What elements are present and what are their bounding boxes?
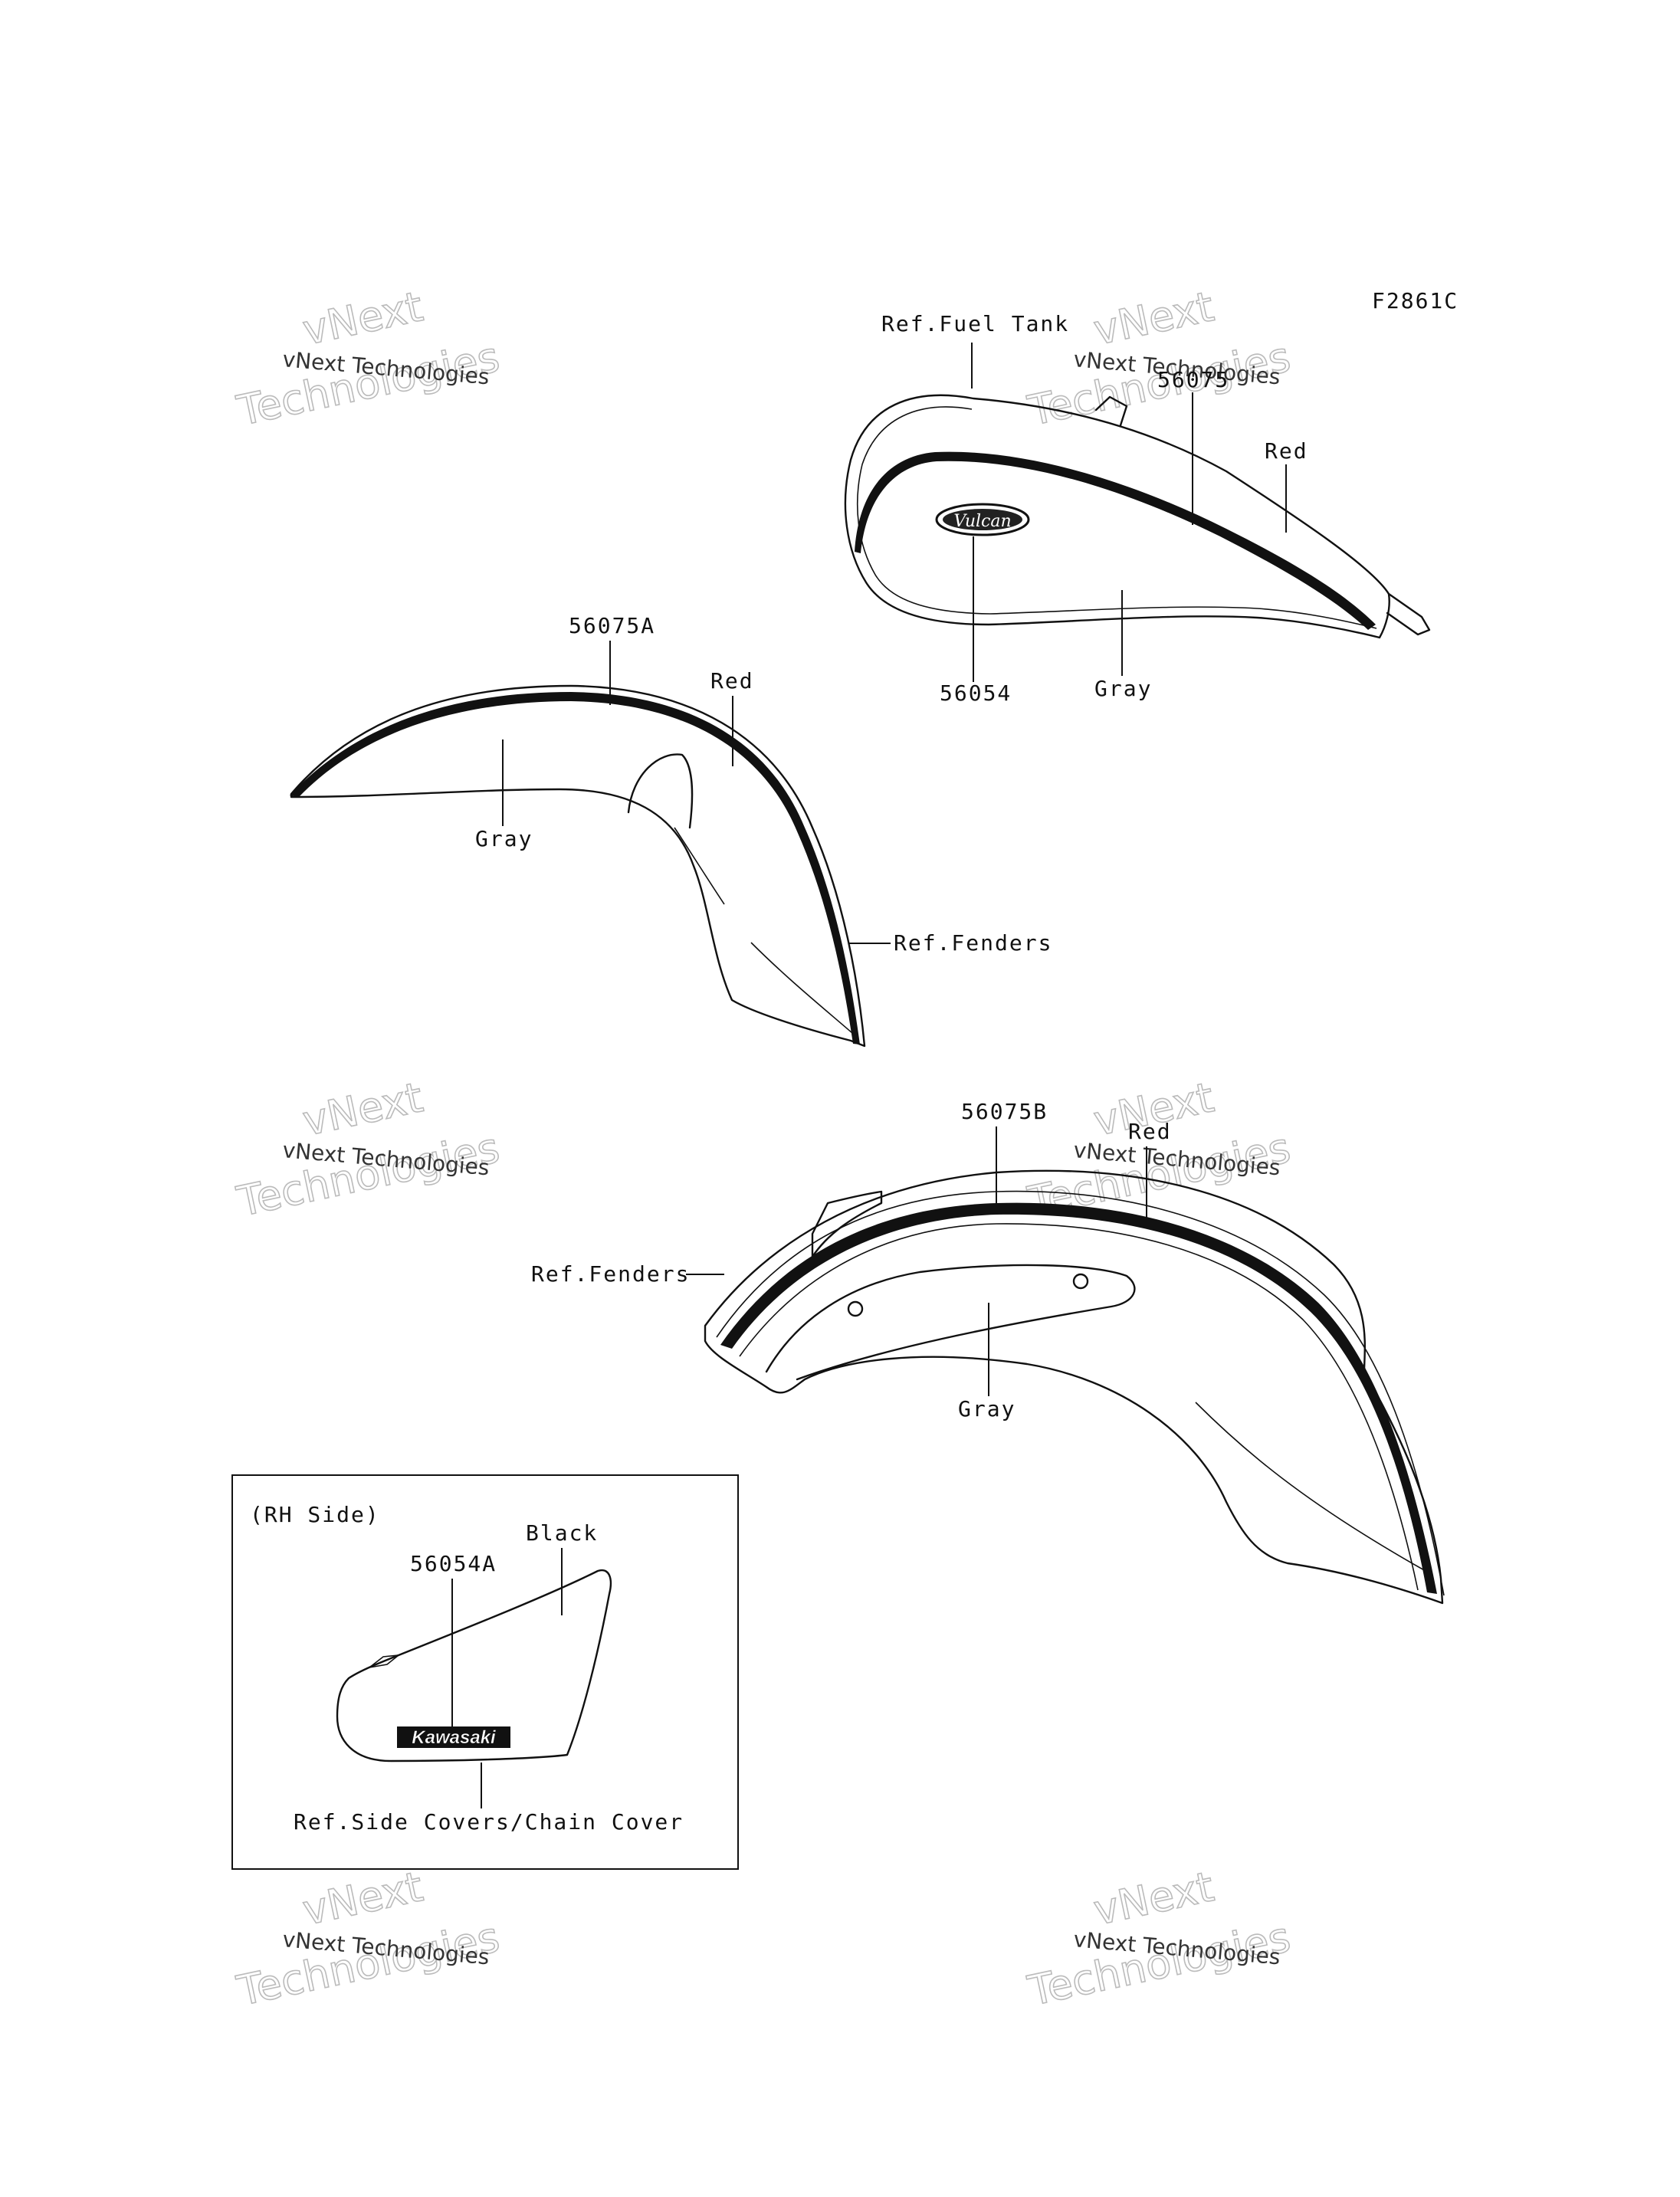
front-fender-inner-line-2 xyxy=(750,942,859,1039)
kawasaki-logo-box xyxy=(397,1726,510,1748)
label-rear-ref-fenders: Ref.Fenders xyxy=(531,1261,690,1287)
tank-spout xyxy=(1386,592,1431,636)
label-tank-red: Red xyxy=(1265,438,1308,464)
watermark-outline-vnext: vNext xyxy=(299,1073,427,1145)
rear-fender-stripe-edge-inner xyxy=(739,1223,1419,1591)
front-fender-fork-cutout xyxy=(627,753,694,829)
rear-fender: 56075B Red Gray Ref.Fenders xyxy=(531,1099,1445,1605)
rear-fender-bolt-hole-left xyxy=(847,1300,864,1317)
tank-emblem-text: Vulcan xyxy=(953,512,1011,531)
label-tank-gray: Gray xyxy=(1094,676,1152,701)
side-cover-outline xyxy=(336,1569,612,1763)
tank-stripe-decal xyxy=(855,451,1376,630)
rear-fender-inner-panel xyxy=(765,1264,1136,1381)
label-part-56054: 56054 xyxy=(940,680,1012,706)
watermark-top-left: vNext Technologies vNext Technologies xyxy=(232,281,504,435)
rear-fender-inner-line xyxy=(1195,1402,1426,1572)
tank-emblem-inner xyxy=(943,509,1022,530)
label-part-56075a: 56075A xyxy=(569,613,655,638)
rear-fender-outline xyxy=(704,1169,1444,1605)
label-part-56075b: 56075B xyxy=(961,1099,1048,1124)
label-front-red: Red xyxy=(710,668,754,694)
front-fender-stripe-edge xyxy=(290,697,572,798)
tank-inner-outline xyxy=(856,406,1377,629)
tank-outline xyxy=(844,394,1390,639)
label-side-ref: Ref.Side Covers/Chain Cover xyxy=(294,1809,684,1835)
watermark-outline-vnext: vNext xyxy=(1090,1862,1218,1934)
label-part-56054a: 56054A xyxy=(410,1551,497,1576)
figure-code: F2861C xyxy=(1372,288,1459,313)
watermark-mid-right: vNext Technologies vNext Technologies xyxy=(1023,1072,1295,1226)
fuel-tank: Vulcan Ref.Fuel Tank 56075 Red 56054 Gra… xyxy=(844,311,1431,706)
front-fender: 56075A Red Gray Ref.Fenders xyxy=(290,613,1052,1048)
label-ref-fuel-tank: Ref.Fuel Tank xyxy=(881,311,1069,336)
side-cover-tab xyxy=(369,1654,401,1668)
watermark-outline-vnext: vNext xyxy=(1090,282,1218,354)
label-part-56075: 56075 xyxy=(1157,367,1229,392)
label-rh-side: (RH Side) xyxy=(250,1502,380,1527)
rear-fender-stripe-edge-outer xyxy=(716,1190,1445,1596)
kawasaki-logo-text: Kawasaki xyxy=(412,1727,497,1748)
label-front-gray: Gray xyxy=(475,826,533,851)
front-fender-stripe-decal xyxy=(290,692,860,1044)
rear-fender-bolt-hole-right xyxy=(1072,1273,1089,1290)
watermark-bottom-left: vNext Technologies vNext Technologies xyxy=(232,1861,504,2015)
side-cover-inset: (RH Side) Black 56054A Kawasaki Ref.Side… xyxy=(231,1474,739,1870)
front-fender-outline xyxy=(290,684,866,1048)
rear-fender-front-flap xyxy=(811,1190,883,1258)
watermark-outline-vnext: vNext xyxy=(299,1862,427,1934)
inset-frame xyxy=(231,1474,739,1870)
label-side-black: Black xyxy=(526,1520,598,1546)
label-rear-red: Red xyxy=(1128,1119,1172,1144)
tank-filler-cap xyxy=(1094,395,1128,427)
watermark-mid-left: vNext Technologies vNext Technologies xyxy=(232,1072,504,1226)
watermark-outline-vnext: vNext xyxy=(299,282,427,354)
front-fender-inner-line xyxy=(674,827,725,905)
watermark-bottom-right: vNext Technologies vNext Technologies xyxy=(1023,1861,1295,2015)
label-rear-gray: Gray xyxy=(958,1396,1016,1421)
label-front-ref-fenders: Ref.Fenders xyxy=(894,930,1052,956)
